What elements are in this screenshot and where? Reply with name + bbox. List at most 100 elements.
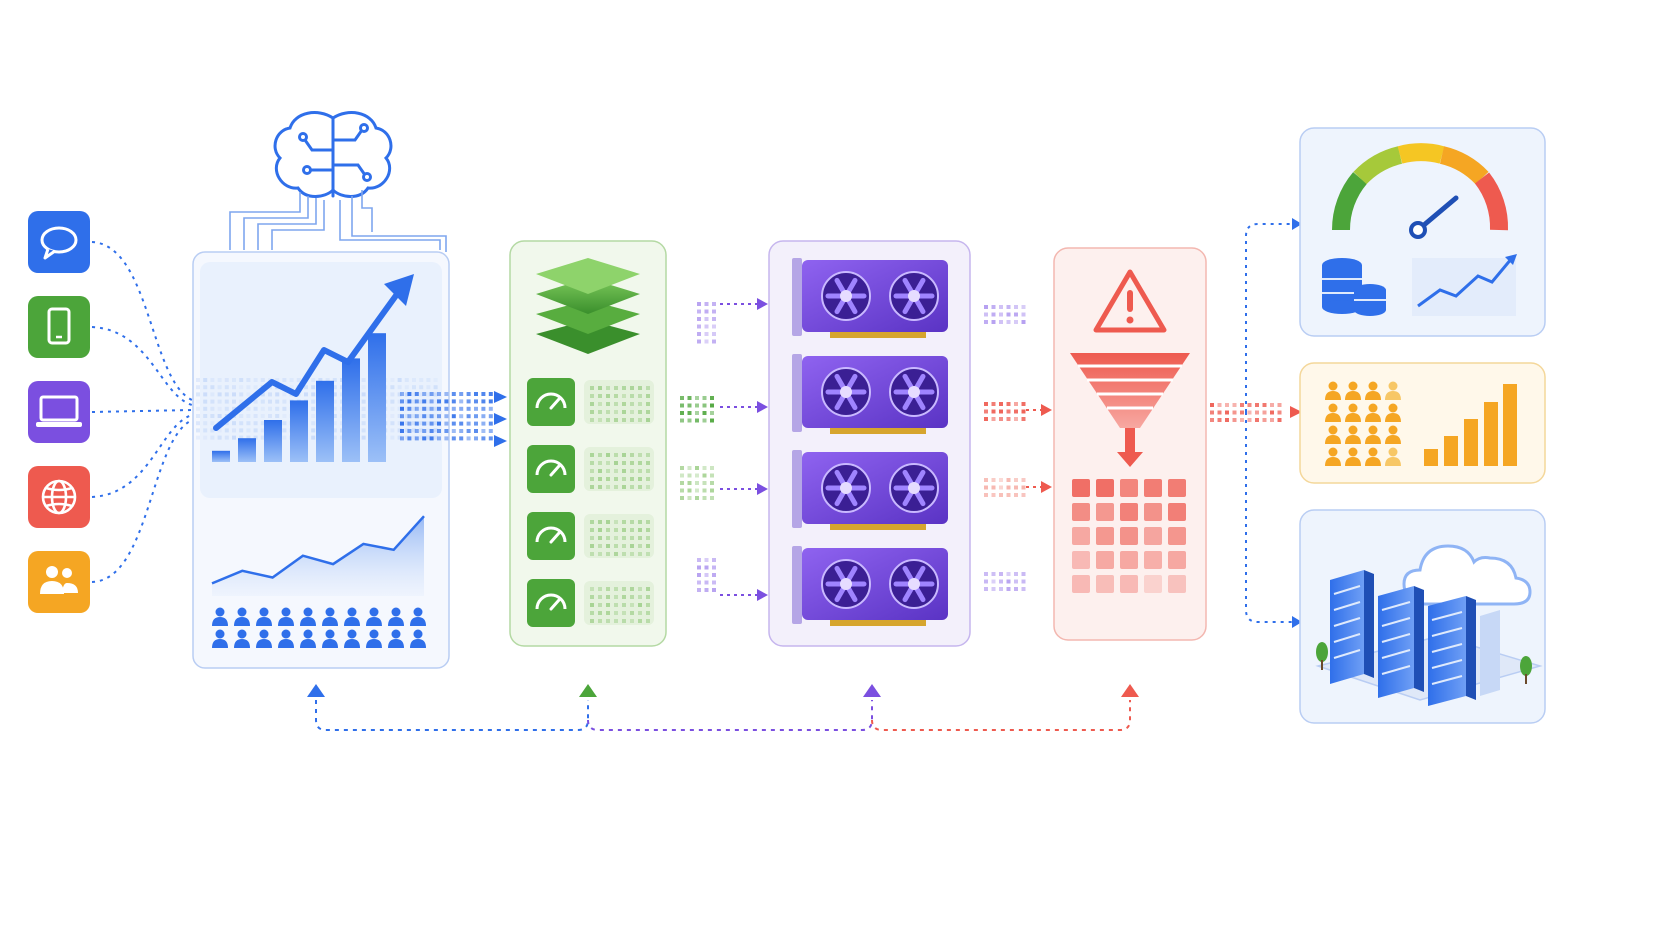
stream-dot — [622, 453, 626, 457]
stream-dot — [1248, 411, 1252, 415]
stream-dot — [638, 536, 642, 540]
stream-dot — [467, 422, 471, 426]
stream-dot — [999, 320, 1003, 324]
stream-dot — [992, 493, 996, 497]
source-desktop[interactable] — [28, 381, 90, 443]
stream-dot — [992, 417, 996, 421]
stream-dot — [1233, 418, 1237, 422]
stream-dot — [614, 587, 618, 591]
data-dot — [390, 378, 394, 382]
grid-cell — [1168, 575, 1186, 593]
stream-dot — [630, 619, 634, 623]
stream-dot — [400, 399, 404, 403]
stream-dot — [590, 587, 594, 591]
stream-dot — [999, 478, 1003, 482]
stream-dot — [474, 407, 478, 411]
stream-dot — [1270, 411, 1274, 415]
gauge-row — [527, 512, 654, 560]
stream-dot — [710, 396, 714, 400]
stream-dot — [695, 396, 699, 400]
stream-dot — [459, 429, 463, 433]
data-dot — [362, 400, 366, 404]
stream-dot — [444, 436, 448, 440]
data-dot — [254, 378, 258, 382]
data-dot — [232, 400, 236, 404]
stream-dot — [606, 453, 610, 457]
stream-dot — [590, 528, 594, 532]
stream-dot — [407, 414, 411, 418]
stream-arrowhead — [757, 298, 768, 310]
stream-dot — [1007, 493, 1011, 497]
data-dot — [232, 385, 236, 389]
stream-arrowhead — [1041, 404, 1052, 416]
stream-dot — [984, 587, 988, 591]
output-audience-panel[interactable] — [1300, 363, 1545, 483]
stream-dot — [606, 611, 610, 615]
data-dot — [268, 392, 272, 396]
stream-dot — [489, 392, 493, 396]
stream-dot — [622, 520, 626, 524]
grid-cell — [1144, 503, 1162, 521]
stream-dot — [695, 489, 699, 493]
stream-dot — [680, 489, 684, 493]
data-dot — [261, 378, 265, 382]
growth-line-icon — [1412, 254, 1517, 316]
stream-dot — [999, 493, 1003, 497]
stream-dot — [710, 474, 714, 478]
stream-dot — [695, 404, 699, 408]
stream-dot — [630, 418, 634, 422]
stream-dot — [430, 436, 434, 440]
stream-dot — [688, 474, 692, 478]
stream-dot — [1022, 305, 1026, 309]
grid-cell — [1144, 479, 1162, 497]
gpu-card-icon — [792, 450, 948, 530]
stream-dot — [712, 317, 716, 321]
data-dot — [210, 392, 214, 396]
stream-dot — [422, 392, 426, 396]
stream-dot — [606, 402, 610, 406]
stream-dot — [481, 392, 485, 396]
grid-cell — [1096, 551, 1114, 569]
stream-dot — [606, 619, 610, 623]
source-chat[interactable] — [28, 211, 90, 273]
stream-dot — [489, 436, 493, 440]
stream-dot — [712, 558, 716, 562]
stream-dot — [1007, 402, 1011, 406]
stream-dot — [598, 386, 602, 390]
stream-dot — [430, 429, 434, 433]
data-dot — [362, 378, 366, 382]
grid-cell — [1072, 575, 1090, 593]
output-infrastructure-panel[interactable] — [1300, 510, 1545, 723]
stream-dot — [646, 402, 650, 406]
stream-dot — [1218, 418, 1222, 422]
output-performance-panel[interactable] — [1300, 128, 1545, 336]
gpu-card-icon — [792, 546, 948, 626]
source-web[interactable] — [28, 466, 90, 528]
stream-dot — [614, 386, 618, 390]
stream-dot — [1270, 418, 1274, 422]
data-dot — [426, 378, 430, 382]
stream-dot — [638, 477, 642, 481]
stream-dot — [598, 603, 602, 607]
stream-dot — [695, 411, 699, 415]
stream-dot — [614, 477, 618, 481]
data-dot — [239, 392, 243, 396]
grid-cell — [1120, 527, 1138, 545]
stream-dot — [622, 394, 626, 398]
stream-dot — [614, 619, 618, 623]
data-dot — [232, 436, 236, 440]
stream-dot — [992, 320, 996, 324]
data-dot — [246, 385, 250, 389]
data-dot — [225, 378, 229, 382]
stream-dot — [606, 386, 610, 390]
stream-dot — [646, 386, 650, 390]
source-social[interactable] — [28, 551, 90, 613]
stream-dot — [638, 461, 642, 465]
source-mobile[interactable] — [28, 296, 90, 358]
grid-cell — [1168, 503, 1186, 521]
stream-dot — [697, 325, 701, 329]
data-stream-green-to-gpu — [680, 298, 768, 601]
stream-dot — [703, 474, 707, 478]
stream-dot — [400, 414, 404, 418]
stream-dot — [703, 489, 707, 493]
